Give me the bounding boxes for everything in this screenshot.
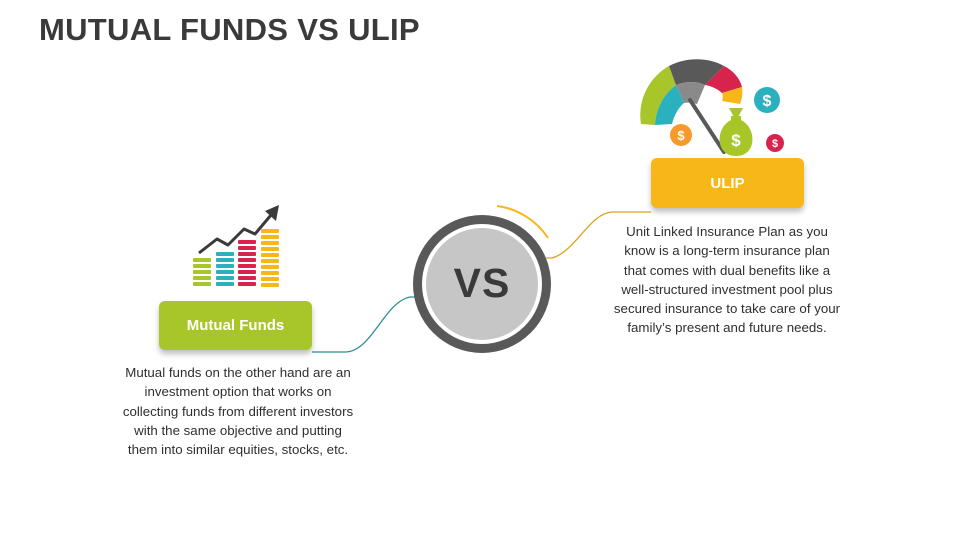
coin-stacks-icon (193, 229, 279, 287)
mutual-funds-description: Mutual funds on the other hand are an in… (122, 365, 354, 458)
svg-text:$: $ (731, 131, 741, 150)
umbrella-icon (640, 59, 743, 154)
mf-connector-line (312, 296, 418, 353)
mutual-funds-label: Mutual Funds (159, 301, 312, 350)
svg-text:$: $ (763, 93, 772, 110)
svg-text:$: $ (772, 138, 778, 150)
trend-arrow-icon (198, 205, 279, 255)
page-title: MUTUAL FUNDS VS ULIP (39, 12, 420, 47)
vs-label: VS (453, 259, 511, 306)
ulip-connector-line (546, 211, 651, 259)
ulip-description: Unit Linked Insurance Plan as you know i… (613, 224, 841, 336)
vs-circle (413, 215, 551, 353)
ulip-label: ULIP (651, 158, 804, 208)
money-bag-icon: $ (719, 108, 753, 156)
dollar-coin-icon: $ (670, 124, 692, 146)
dollar-coin-icon: $ (766, 134, 784, 152)
yellow-arc-top (496, 205, 549, 239)
dollar-coin-icon: $ (754, 87, 780, 113)
svg-text:$: $ (677, 128, 685, 143)
